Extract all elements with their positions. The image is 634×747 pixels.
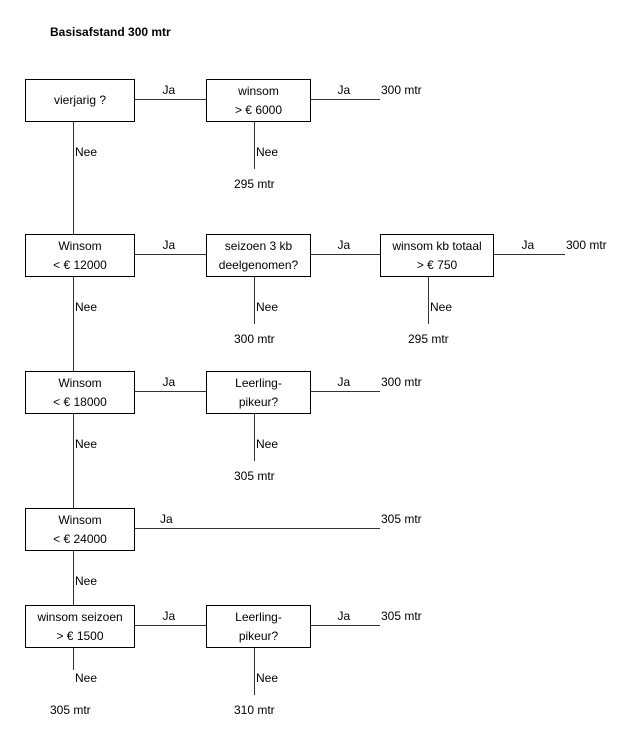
result-label: 300 mtr: [234, 332, 275, 346]
node-text-line: Winsom: [58, 512, 102, 527]
yes-label: Ja: [337, 609, 351, 623]
no-connector: [73, 277, 74, 371]
no-connector: [254, 122, 255, 169]
node-text-line: > € 6000: [234, 102, 283, 117]
result-label: 300 mtr: [381, 83, 422, 97]
yes-label: Ja: [337, 83, 351, 97]
yes-connector: [311, 391, 380, 392]
node-text-line: Winsom: [58, 238, 102, 253]
node-text-line: winsom seizoen: [37, 609, 123, 624]
result-label: 305 mtr: [234, 469, 275, 483]
node-text-line: winsom: [238, 83, 279, 98]
no-label: Nee: [75, 671, 98, 685]
no-label: Nee: [75, 574, 98, 588]
no-label: Nee: [75, 145, 98, 159]
node-text-line: winsom kb totaal: [392, 238, 482, 253]
node-text-line: pikeur?: [238, 394, 279, 409]
decision-node: Winsom < € 24000: [25, 508, 135, 551]
result-label: 295 mtr: [408, 332, 449, 346]
no-connector: [73, 551, 74, 605]
yes-connector: [135, 528, 380, 529]
yes-connector: [311, 625, 380, 626]
result-label: 305 mtr: [50, 703, 91, 717]
node-text-line: < € 18000: [53, 394, 107, 409]
decision-node: Leerling-pikeur?: [206, 605, 311, 648]
yes-connector: [311, 99, 380, 100]
decision-node: vierjarig ?: [25, 79, 135, 122]
node-text-line: Winsom: [58, 375, 102, 390]
node-text-line: < € 12000: [53, 257, 107, 272]
decision-node: Leerling-pikeur?: [206, 371, 311, 414]
result-label: 300 mtr: [566, 238, 607, 252]
decision-node: Winsom < € 12000: [25, 234, 135, 277]
yes-label: Ja: [162, 609, 176, 623]
node-text-line: Leerling-: [235, 375, 282, 390]
decision-node: winsom kb totaal > € 750: [380, 234, 494, 277]
result-label: 305 mtr: [381, 609, 422, 623]
node-text-line: > € 1500: [56, 628, 104, 643]
no-connector: [254, 277, 255, 324]
no-connector: [254, 414, 255, 461]
node-text-line: pikeur?: [238, 628, 279, 643]
node-text-line: deelgenomen?: [218, 257, 299, 272]
node-text-line: Leerling-: [235, 609, 282, 624]
no-label: Nee: [256, 145, 279, 159]
yes-connector: [135, 254, 206, 255]
no-label: Nee: [430, 300, 453, 314]
node-text-line: seizoen 3 kb: [224, 238, 293, 253]
diagram-title: Basisafstand 300 mtr: [50, 25, 171, 39]
decision-node: winsom > € 6000: [206, 79, 311, 122]
no-connector: [254, 648, 255, 695]
result-label: 300 mtr: [381, 375, 422, 389]
node-text-line: < € 24000: [53, 531, 107, 546]
no-connector: [73, 648, 74, 670]
no-label: Nee: [256, 437, 279, 451]
no-connector: [428, 277, 429, 324]
yes-connector: [135, 99, 206, 100]
yes-label: Ja: [521, 238, 535, 252]
yes-connector: [311, 254, 380, 255]
yes-connector: [135, 625, 206, 626]
no-label: Nee: [256, 671, 279, 685]
no-label: Nee: [75, 300, 98, 314]
yes-connector: [135, 391, 206, 392]
yes-label: Ja: [337, 375, 351, 389]
result-label: 310 mtr: [234, 703, 275, 717]
no-connector: [73, 414, 74, 508]
yes-label: Ja: [162, 238, 176, 252]
node-text-line: > € 750: [416, 257, 458, 272]
decision-node: seizoen 3 kb deelgenomen?: [206, 234, 311, 277]
yes-connector: [494, 254, 565, 255]
no-label: Nee: [256, 300, 279, 314]
result-label: 305 mtr: [381, 512, 422, 526]
node-text-line: vierjarig ?: [53, 93, 107, 107]
decision-node: winsom seizoen > € 1500: [25, 605, 135, 648]
no-connector: [73, 122, 74, 234]
yes-label: Ja: [162, 375, 176, 389]
yes-label: Ja: [160, 512, 173, 526]
yes-label: Ja: [337, 238, 351, 252]
result-label: 295 mtr: [234, 177, 275, 191]
yes-label: Ja: [162, 83, 176, 97]
no-label: Nee: [75, 437, 98, 451]
decision-node: Winsom < € 18000: [25, 371, 135, 414]
